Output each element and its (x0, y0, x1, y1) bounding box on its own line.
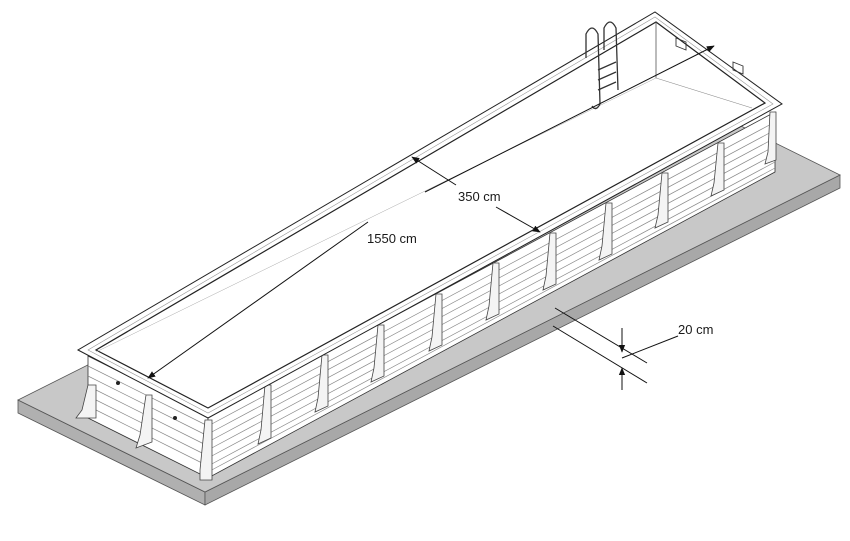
slab-margin-label: 20 cm (678, 322, 713, 337)
pool-rim (76, 11, 783, 419)
nozzle-dot (173, 416, 177, 420)
nozzle-dot (116, 381, 120, 385)
ladder (585, 21, 619, 110)
dimension-length: 1550 cm (147, 45, 715, 379)
skimmers (675, 37, 744, 75)
width-label: 350 cm (458, 189, 501, 204)
dimension-slab-margin (552, 307, 679, 390)
length-label: 1550 cm (367, 231, 417, 246)
dimension-width: 350 cm (411, 156, 541, 233)
buttress-supports (75, 111, 777, 481)
